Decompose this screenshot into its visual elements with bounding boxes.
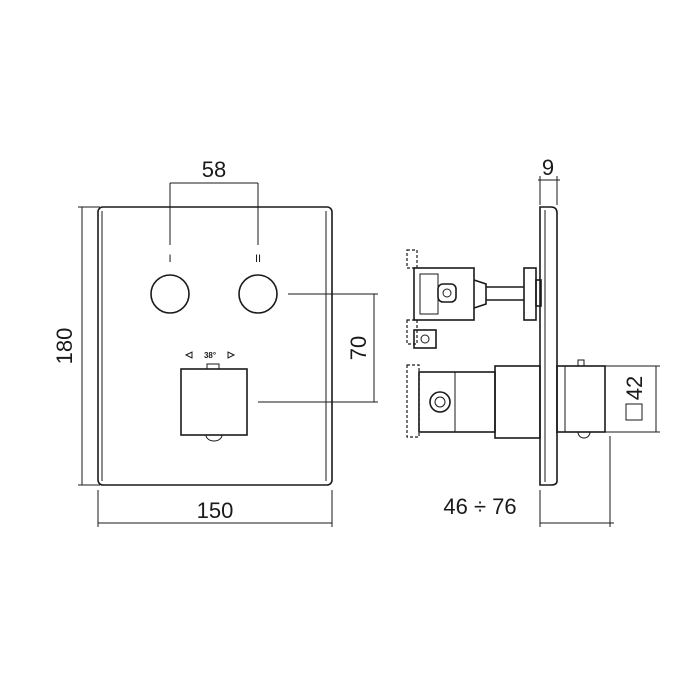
dim-width: 150 <box>197 498 234 523</box>
dim-button-to-handle: 70 <box>346 336 371 360</box>
button-1-mark: I <box>168 253 171 265</box>
rotation-indicator: 38° <box>184 351 236 360</box>
dim-button-spacing: 58 <box>202 157 226 182</box>
button-2-mark: II <box>255 253 261 265</box>
dim-handle-square: 42 <box>622 376 647 400</box>
dim-depth-range: 46 ÷ 76 <box>443 494 516 519</box>
button-2 <box>238 274 278 314</box>
upper-valve-body <box>406 249 542 349</box>
handle-side-profile <box>556 359 606 439</box>
side-view: 9 <box>406 155 660 527</box>
square-symbol <box>625 403 643 421</box>
square-handle <box>180 368 248 436</box>
side-plate <box>539 206 558 486</box>
front-view: I II 38° 58 180 150 70 <box>52 157 378 527</box>
dim-height: 180 <box>52 328 77 365</box>
dim-plate-thickness: 9 <box>542 155 554 180</box>
button-1 <box>150 274 190 314</box>
lower-valve-body <box>406 364 541 439</box>
front-plate <box>97 206 333 486</box>
rotation-label: 38° <box>204 351 216 360</box>
